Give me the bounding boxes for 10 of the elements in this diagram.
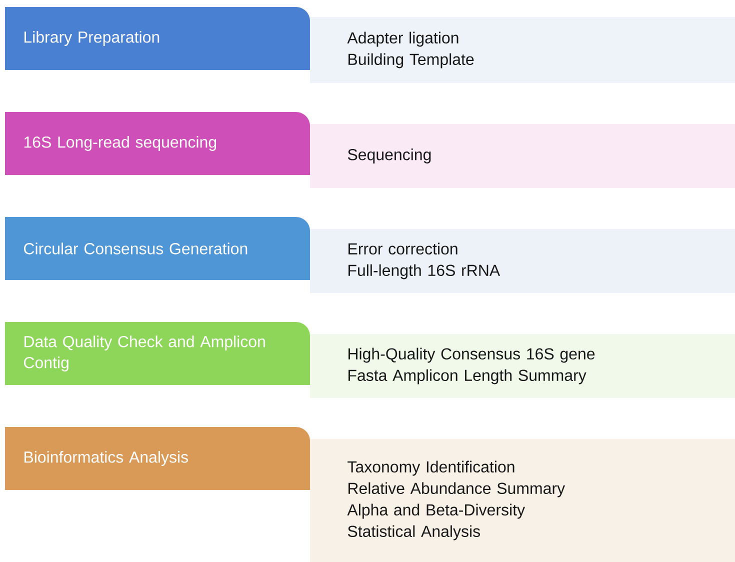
- step-box: Data Quality Check and Amplicon Contig: [5, 322, 310, 385]
- detail-panel: Taxonomy Identification Relative Abundance Summary Alpha and Beta-Diversity Statistical Analysis: [310, 439, 735, 562]
- step-box: Circular Consensus Generation: [5, 217, 310, 280]
- step-box: Library Preparation: [5, 7, 310, 70]
- detail-panel: High-Quality Consensus 16S gene Fasta Amplicon Length Summary: [310, 334, 735, 398]
- detail-panel: Error correction Full-length 16S rRNA: [310, 229, 735, 293]
- detail-panel: Adapter ligation Building Template: [310, 17, 735, 83]
- detail-panel: Sequencing: [310, 124, 735, 188]
- step-box: Bioinformatics Analysis: [5, 427, 310, 490]
- step-box: 16S Long-read sequencing: [5, 112, 310, 175]
